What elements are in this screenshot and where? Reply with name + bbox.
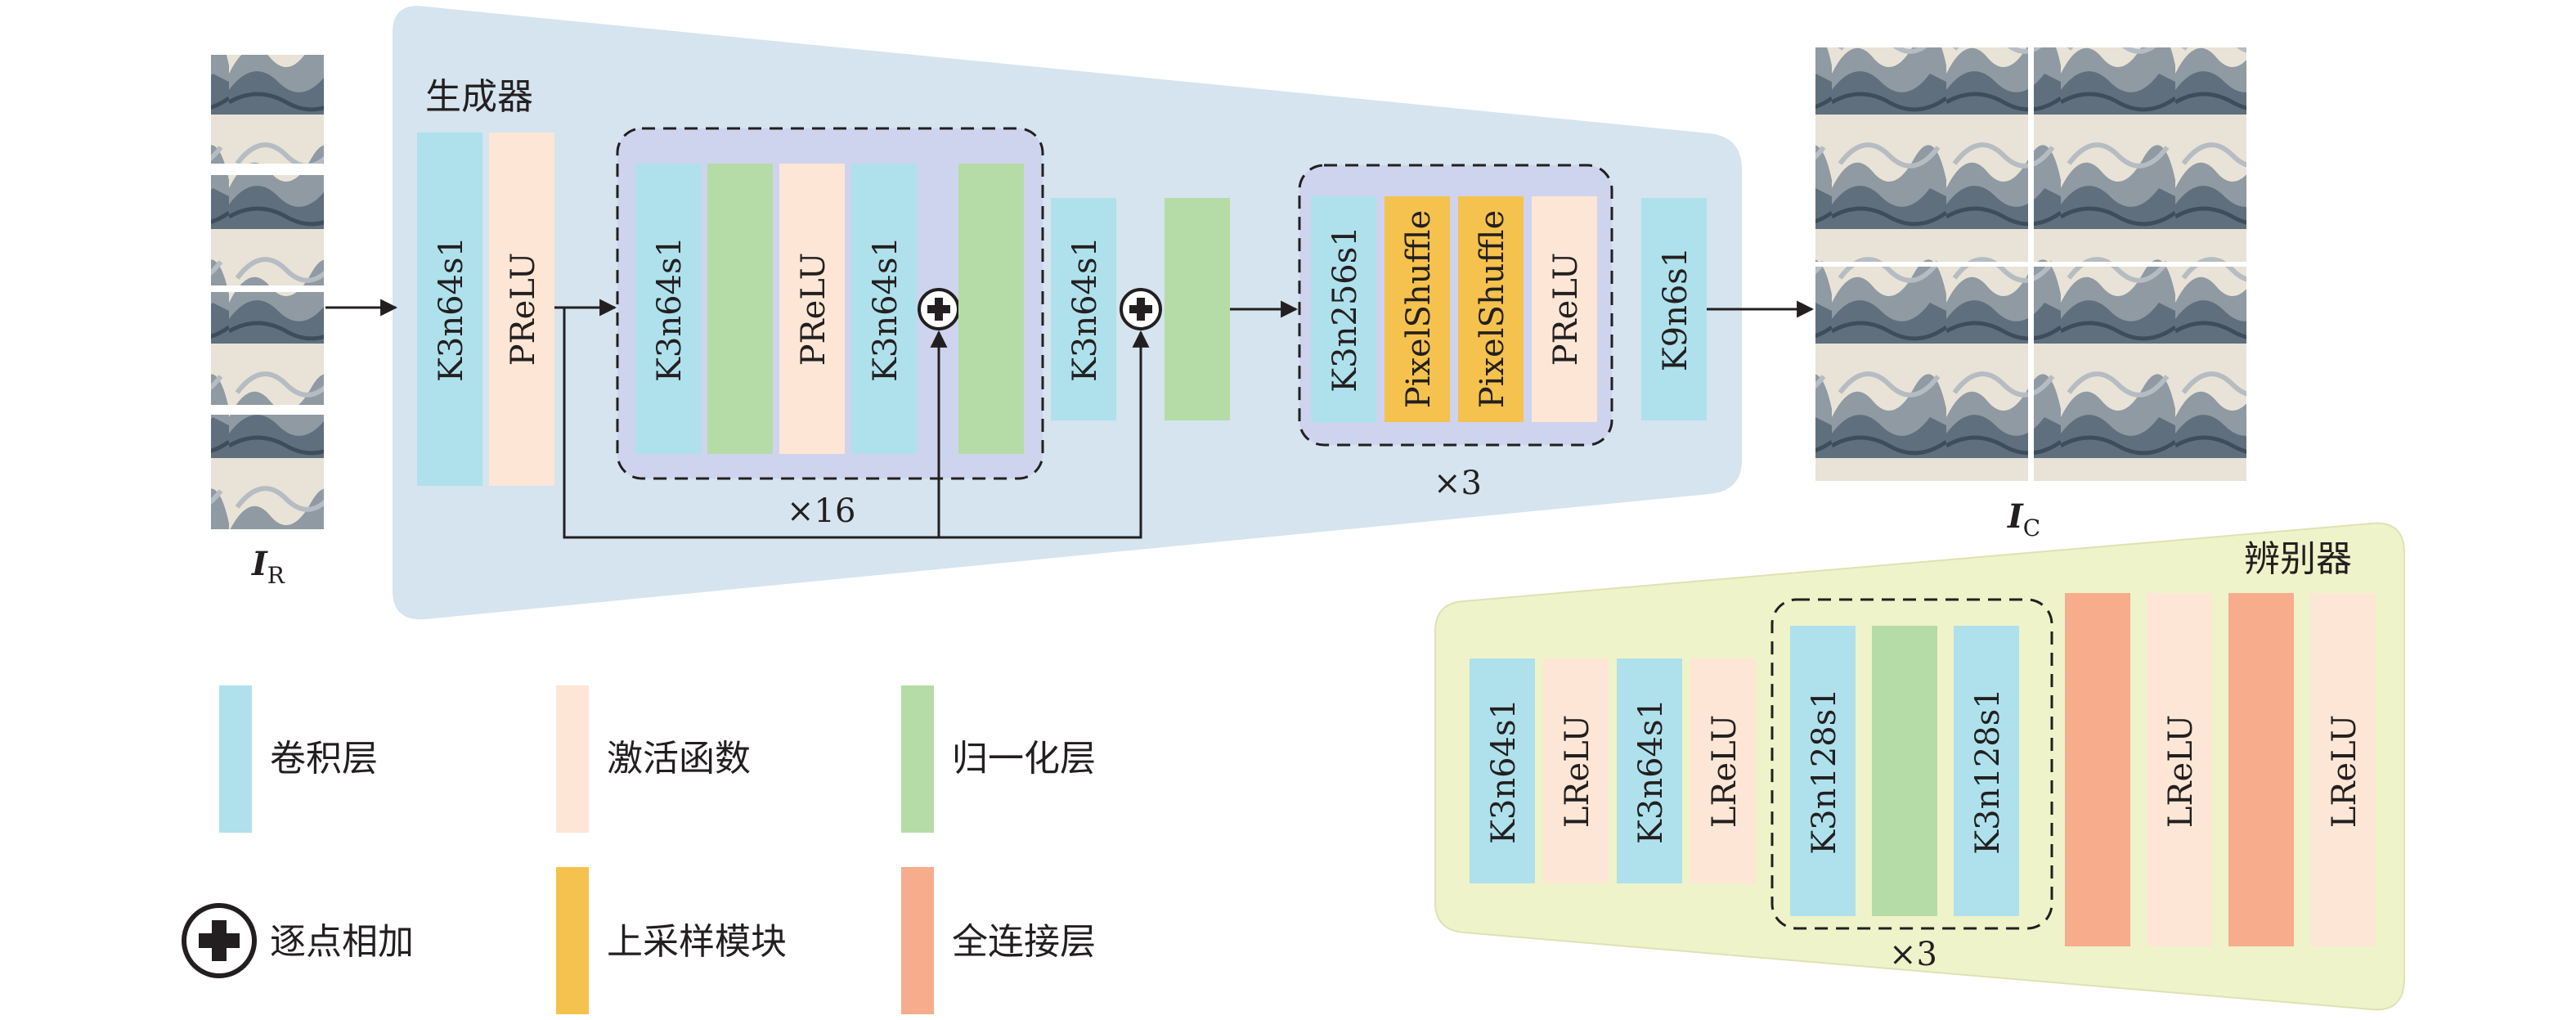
up-prelu-block	[1532, 196, 1597, 422]
output-image	[2034, 47, 2246, 262]
disc-block-label: K3n128s1	[1806, 688, 1843, 854]
residual-repeat-label: ×16	[787, 492, 855, 530]
gen-norm-block	[1165, 198, 1230, 420]
disc-lrelu-block	[2310, 593, 2376, 946]
res-block-label: K3n64s1	[651, 236, 689, 382]
disc-conv-block	[1954, 626, 2019, 916]
input-image	[211, 55, 324, 164]
disc-fc-block	[2065, 593, 2130, 946]
disc-block-label: K3n128s1	[1969, 688, 2007, 854]
legend-label: 逐点相加	[270, 921, 414, 963]
legend-label: 归一化层	[952, 738, 1096, 780]
up-pixelshuffle-block	[1458, 196, 1524, 422]
legend-swatch-fc	[901, 867, 934, 1014]
disc-block-label: LReLU	[2162, 715, 2200, 828]
gen-block-label: K3n64s1	[1066, 236, 1104, 382]
input-image	[211, 175, 324, 285]
legend-label: 激活函数	[607, 738, 751, 780]
legend-swatch-act	[556, 685, 589, 833]
disc-lrelu-block	[1543, 658, 1609, 883]
legend-swatch-norm	[901, 685, 934, 833]
output-image-grid	[1815, 47, 2246, 481]
legend: 卷积层 激活函数 归一化层 逐点相加 上采样模块 全连接层	[182, 685, 1096, 1014]
input-image	[211, 415, 324, 529]
upsample-repeat-label: ×3	[1434, 465, 1482, 502]
disc-lrelu-block	[1690, 658, 1756, 883]
disc-repeat-label: ×3	[1889, 936, 1937, 973]
up-pixelshuffle-block	[1384, 196, 1450, 422]
disc-block-label: K3n64s1	[1632, 699, 1670, 844]
add-icon	[182, 903, 257, 978]
gen-conv-block	[1051, 198, 1116, 420]
legend-swatch-up	[556, 867, 589, 1014]
gen-block-label: K9n6s1	[1657, 247, 1694, 372]
disc-block-label: LReLU	[1706, 715, 1744, 828]
gen-block-label: PReLU	[505, 253, 542, 366]
gen-block-label: K3n64s1	[433, 236, 470, 382]
res-conv-block	[851, 164, 917, 454]
up-block-label: K3n256s1	[1326, 226, 1364, 392]
gen-final-conv-block	[1641, 198, 1707, 420]
add-icon	[1120, 288, 1162, 330]
input-label: IR	[251, 545, 285, 589]
disc-block-label: K3n64s1	[1485, 699, 1523, 844]
res-prelu-block	[779, 164, 845, 454]
gen-prelu-block	[489, 133, 554, 486]
up-conv-block	[1311, 196, 1376, 422]
input-image	[211, 292, 324, 405]
gen-conv-block	[417, 133, 482, 486]
output-image	[2034, 267, 2246, 481]
res-norm-block	[958, 164, 1024, 454]
res-norm-block	[707, 164, 773, 454]
res-block-label: PReLU	[795, 253, 832, 366]
add-icon	[918, 288, 960, 330]
disc-block-label: LReLU	[2326, 715, 2363, 828]
disc-conv-block	[1617, 658, 1682, 883]
disc-lrelu-block	[2147, 593, 2212, 946]
legend-swatch-conv	[219, 685, 252, 833]
disc-repeat-group	[1770, 598, 2053, 930]
legend-label: 上采样模块	[607, 921, 787, 963]
res-block-label: K3n64s1	[867, 236, 904, 382]
up-block-label: PixelShuffle	[1474, 210, 1511, 409]
disc-fc-block	[2228, 593, 2294, 946]
up-block-label: PixelShuffle	[1400, 210, 1438, 409]
disc-conv-block	[1790, 626, 1856, 916]
disc-conv-block	[1470, 658, 1535, 883]
output-image	[1815, 267, 2028, 481]
res-conv-block	[635, 164, 701, 454]
input-image-stack	[211, 55, 324, 529]
generator-title: 生成器	[425, 76, 533, 118]
disc-norm-block	[1872, 626, 1937, 916]
output-image	[1815, 47, 2028, 262]
disc-block-label: LReLU	[1559, 715, 1596, 828]
legend-label: 全连接层	[952, 921, 1096, 963]
output-label: IC	[2007, 497, 2040, 541]
skip-connection	[563, 308, 1150, 539]
up-block-label: PReLU	[1547, 253, 1585, 366]
legend-label: 卷积层	[270, 738, 378, 780]
discriminator-title: 辨别器	[2244, 538, 2352, 580]
